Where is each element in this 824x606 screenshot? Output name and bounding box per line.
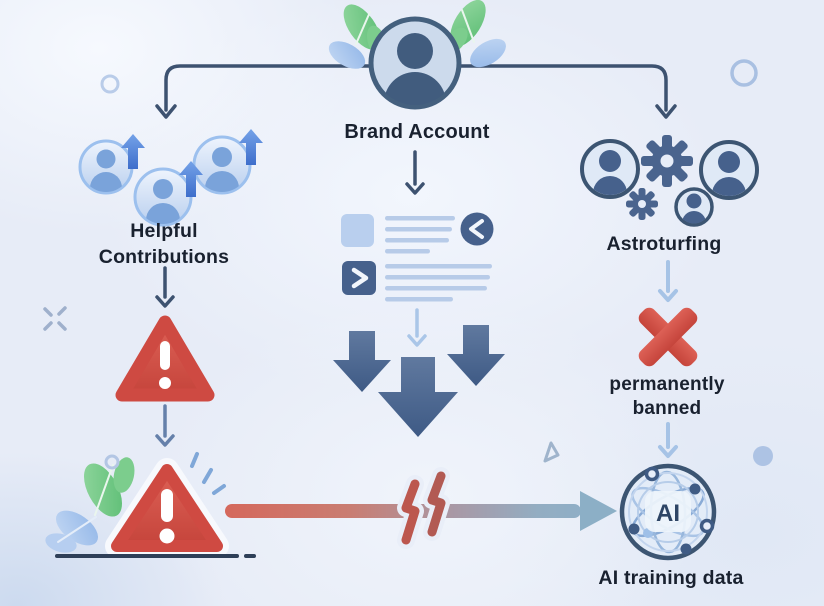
- ai-training-data-label: AI training data: [551, 565, 791, 591]
- downvote-arrow-icon: [447, 325, 505, 386]
- ai-badge-text: AI: [656, 500, 680, 527]
- flow-arrow-down-pale: [407, 308, 427, 347]
- flow-arrow-down: [405, 150, 425, 195]
- bot-user-icon: [580, 139, 640, 199]
- ai-badge-panel: [645, 491, 691, 532]
- arrowhead-left-icon: [155, 104, 177, 119]
- flow-arrow-down-pale: [658, 260, 678, 302]
- warning-triangle-large-icon: [105, 458, 229, 558]
- gear-small-icon: [626, 188, 658, 220]
- permanently-banned-label: permanently banned: [547, 373, 787, 420]
- upvote-arrow-icon: [121, 134, 145, 169]
- gear-icon: [641, 135, 693, 187]
- upvote-user-icon: [78, 139, 134, 195]
- banned-line2: banned: [632, 397, 702, 419]
- chevron-left-circle-icon: [460, 212, 494, 246]
- astroturfing-text: Astroturfing: [606, 233, 722, 255]
- circle-decoration: [100, 74, 120, 94]
- post-row-icon: [341, 212, 494, 254]
- banned-line1: permanently: [609, 374, 725, 395]
- helpful-line1: Helpful: [130, 220, 198, 242]
- brand-account-label: Brand Account: [297, 119, 537, 145]
- brand-avatar-icon: [368, 16, 462, 110]
- triangle-decoration: [543, 441, 560, 463]
- helpful-contributions-label: Helpful Contributions: [44, 218, 284, 270]
- upvote-user-icon: [133, 167, 193, 227]
- bot-user-icon: [699, 140, 759, 200]
- upvote-arrow-icon: [179, 161, 203, 197]
- flow-arrow-down-pale: [658, 422, 678, 458]
- astroturfing-label: Astroturfing: [544, 231, 784, 257]
- upvote-arrow-icon: [239, 129, 263, 165]
- text-lines: [385, 216, 455, 254]
- flow-arrow-down: [155, 404, 175, 447]
- upvote-user-icon: [192, 135, 252, 195]
- ban-x-icon: [638, 307, 698, 367]
- circle-decoration: [104, 454, 120, 470]
- dot-decoration: [753, 446, 773, 466]
- helpful-line2: Contributions: [98, 246, 230, 268]
- downvote-arrow-icon: [378, 357, 458, 437]
- ai-globe-icon: AI: [619, 463, 717, 561]
- spark-lines-decoration: [190, 452, 226, 495]
- downvote-arrow-icon: [333, 331, 391, 392]
- flow-arrow-down: [155, 266, 175, 308]
- network-nodes: [628, 466, 715, 555]
- ai-training-data-text: AI training data: [598, 567, 744, 589]
- text-lines: [385, 264, 492, 302]
- brand-account-text: Brand Account: [344, 121, 490, 143]
- leaf-icon: [45, 457, 135, 553]
- blocked-flow-arrow: [225, 467, 617, 549]
- chevron-right-square-icon: [342, 261, 376, 295]
- bot-user-icon: [674, 187, 714, 227]
- arrowhead-right-icon: [655, 104, 677, 119]
- broken-flow-icon: [397, 467, 450, 549]
- post-row-icon: [342, 261, 492, 302]
- sparkle-x-decoration: [43, 306, 67, 331]
- circle-decoration: [730, 59, 758, 87]
- warning-triangle-icon: [115, 315, 215, 402]
